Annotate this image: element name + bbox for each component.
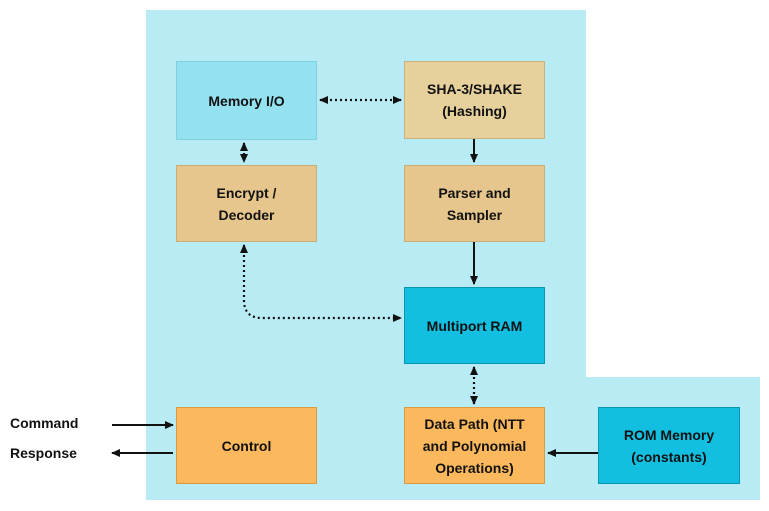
control-block: Control <box>176 407 317 484</box>
data-path-label: Data Path (NTT and Polynomial Operations… <box>422 415 527 476</box>
response-label: Response <box>10 445 77 461</box>
encrypt-decoder-block: Encrypt / Decoder <box>176 165 317 242</box>
parser-sampler-block: Parser and Sampler <box>404 165 545 242</box>
control-label: Control <box>221 437 272 454</box>
multiport-ram-block: Multiport RAM <box>404 287 545 364</box>
data-path-block: Data Path (NTT and Polynomial Operations… <box>404 407 545 484</box>
memory-io-block: Memory I/O <box>176 61 317 140</box>
command-label: Command <box>10 415 79 431</box>
encrypt-decoder-label: Encrypt / Decoder <box>216 184 277 223</box>
encrypt-ram-link <box>240 244 402 322</box>
rom-memory-label: ROM Memory (constants) <box>623 426 715 465</box>
multiport-ram-label: Multiport RAM <box>426 317 523 334</box>
parser-sampler-label: Parser and Sampler <box>438 184 511 223</box>
rom-memory-block: ROM Memory (constants) <box>598 407 740 484</box>
sha3-shake-label: SHA-3/SHAKE (Hashing) <box>427 81 522 119</box>
memory-io-label: Memory I/O <box>208 92 285 109</box>
sha3-shake-block: SHA-3/SHAKE (Hashing) <box>404 61 545 139</box>
